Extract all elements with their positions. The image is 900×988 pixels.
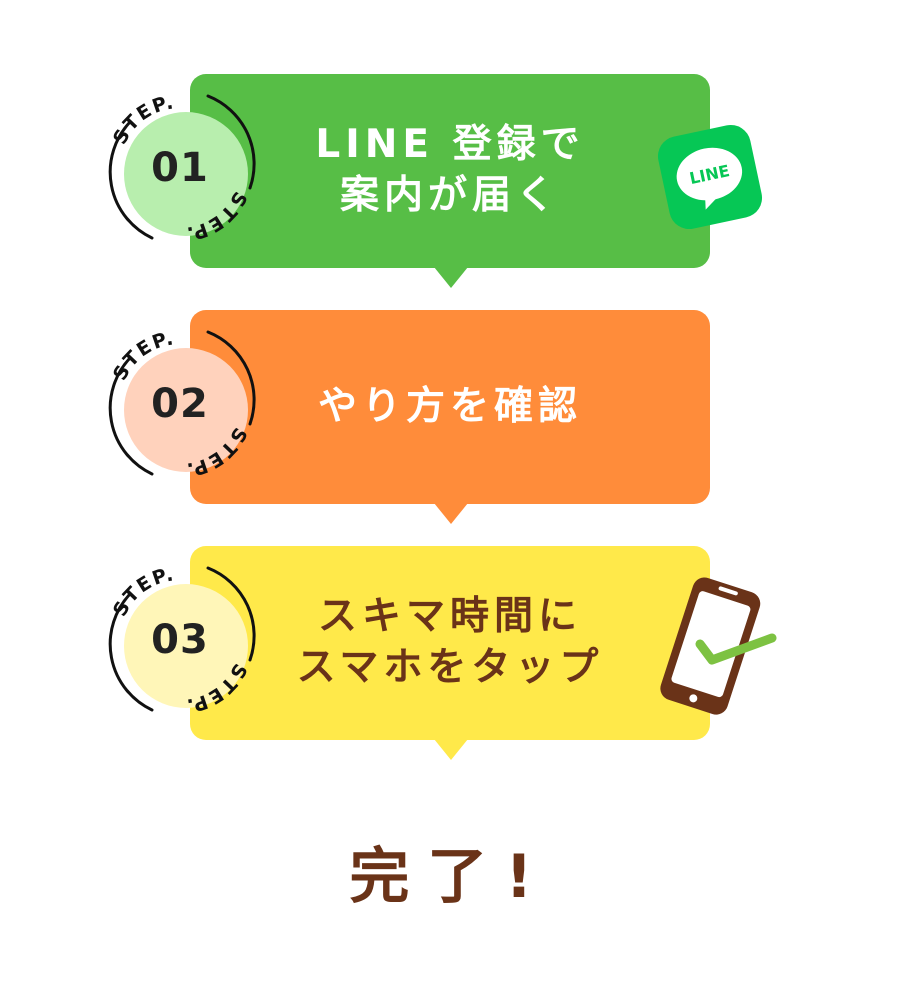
step-03: スキマ時間に スマホをタップ STEP. STEP. 03 [0,546,900,766]
step-02: やり方を確認 STEP. STEP. 02 [0,310,900,530]
step-badge: STEP. STEP. 02 [100,324,260,484]
step-text-line: スマホをタップ [296,645,604,690]
line-app-icon: LINE [655,122,765,232]
step-card-pointer [434,267,468,288]
step-number: 02 [151,381,209,427]
step-card [190,74,710,268]
step-text-line: やり方を確認 [317,383,582,429]
step-text-line: LINE 登録で [315,122,585,168]
step-text: スキマ時間に スマホをタップ [190,546,710,740]
step-badge-graphic: STEP. STEP. [108,563,256,717]
step-text-line: 案内が届く [339,173,560,218]
step-text: やり方を確認 [190,310,710,504]
step-card [190,546,710,740]
step-number: 01 [151,145,209,191]
complete-message: 完了! [349,842,551,912]
step-badge: STEP. STEP. 03 [100,560,260,720]
step-badge: STEP. STEP. 01 [100,88,260,248]
smartphone-check-icon [640,572,780,722]
step-01: LINE 登録で 案内が届く STEP. STEP. 01 [0,74,900,294]
step-card [190,310,710,504]
step-card-pointer [434,503,468,524]
step-badge-graphic: STEP. STEP. [108,327,256,481]
step-text: LINE 登録で 案内が届く [190,74,710,268]
step-number: 03 [151,617,209,663]
step-badge-graphic: STEP. STEP. [108,91,256,245]
step-text-line: スキマ時間に [317,594,582,640]
step-card-pointer [434,739,468,760]
